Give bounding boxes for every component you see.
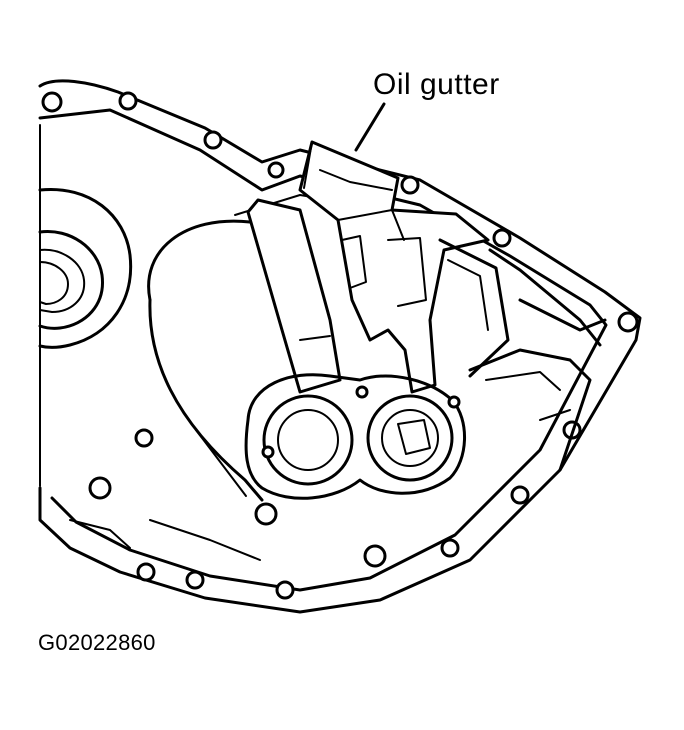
- figure-code: G02022860: [38, 630, 156, 655]
- oil-gutter-label: Oil gutter: [373, 68, 500, 101]
- callout-leader: [354, 102, 386, 152]
- case-flange: [38, 79, 642, 614]
- left-bearing-bore: [38, 187, 133, 349]
- bolt-holes: [41, 91, 639, 600]
- detail-leader: [195, 429, 247, 497]
- bearing-bores: [244, 373, 466, 500]
- oil-gutter-part: [246, 140, 510, 394]
